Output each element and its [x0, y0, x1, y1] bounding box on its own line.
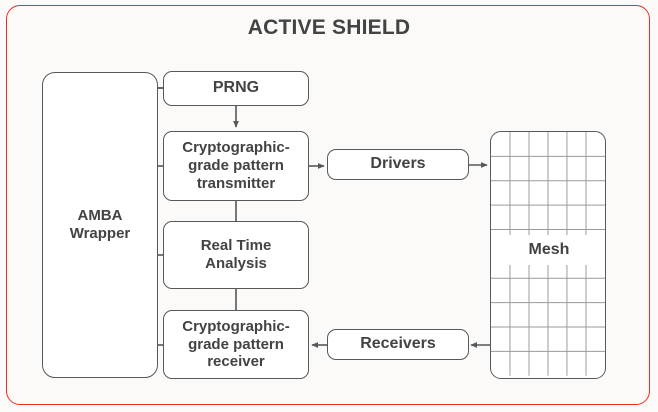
node-prng-label: PRNG	[212, 79, 260, 97]
transmitter-label-line1: Cryptographic-	[182, 139, 290, 157]
node-amba-wrapper[interactable]: AMBA Wrapper	[42, 72, 158, 378]
node-analysis-label: Real Time Analysis	[201, 237, 272, 272]
receiver-label-line3: receiver	[207, 353, 265, 371]
node-crypto-pattern-transmitter[interactable]: Cryptographic- grade pattern transmitter	[163, 131, 309, 201]
amba-label-line1: AMBA	[77, 207, 123, 225]
node-transmitter-label: Cryptographic- grade pattern transmitter	[182, 139, 290, 192]
node-drivers-label: Drivers	[370, 155, 426, 173]
analysis-label-line2: Analysis	[205, 255, 267, 272]
transmitter-label-line2: grade pattern	[188, 157, 284, 175]
node-amba-wrapper-label: AMBA Wrapper	[70, 207, 131, 242]
node-drivers[interactable]: Drivers	[327, 149, 469, 180]
amba-label-line2: Wrapper	[69, 225, 131, 242]
receiver-label-line1: Cryptographic-	[182, 317, 290, 335]
mesh-grid-pattern	[491, 132, 605, 376]
node-crypto-pattern-receiver[interactable]: Cryptographic- grade pattern receiver	[163, 310, 309, 379]
node-receivers-label: Receivers	[360, 335, 436, 353]
analysis-label-line1: Real Time	[200, 237, 272, 255]
node-prng[interactable]: PRNG	[163, 71, 309, 106]
page-title: ACTIVE SHIELD	[247, 16, 411, 39]
node-receiver-label: Cryptographic- grade pattern receiver	[182, 318, 290, 371]
receiver-label-line2: grade pattern	[188, 335, 284, 353]
node-mesh-label: Mesh	[491, 235, 605, 265]
node-receivers[interactable]: Receivers	[327, 329, 469, 360]
node-real-time-analysis[interactable]: Real Time Analysis	[163, 221, 309, 289]
transmitter-label-line3: transmitter	[196, 174, 276, 192]
node-mesh[interactable]: Mesh	[490, 131, 606, 379]
